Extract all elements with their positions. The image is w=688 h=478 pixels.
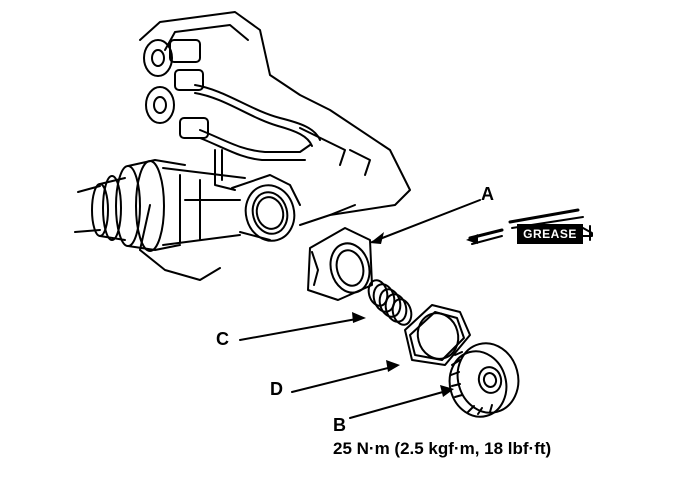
- arrowhead-b: [440, 385, 454, 397]
- label-b: B: [333, 415, 346, 435]
- gear-housing: [139, 11, 411, 281]
- leader-c: [239, 317, 363, 341]
- label-a: A: [481, 184, 494, 204]
- label-d: D: [270, 379, 283, 399]
- rack-guide-part-a: [307, 227, 373, 301]
- leader-lines: [239, 199, 481, 419]
- leader-b: [349, 389, 451, 419]
- spring-part-c: [367, 279, 413, 326]
- torque-spec: 25 N·m (2.5 kgf·m, 18 lbf·ft): [333, 439, 552, 458]
- rack-guide-port: [231, 174, 301, 242]
- arrowhead-c: [352, 312, 366, 323]
- label-c: C: [216, 329, 229, 349]
- arrowhead-d: [386, 360, 400, 372]
- rack-guide-screw-part-b: [448, 342, 520, 418]
- grease-tag: GREASE: [517, 224, 583, 244]
- locknut-part-d: [404, 304, 471, 366]
- leader-a: [371, 199, 481, 243]
- rack-tube: [74, 159, 246, 252]
- arrowhead-a: [370, 232, 384, 244]
- leader-d: [291, 365, 397, 393]
